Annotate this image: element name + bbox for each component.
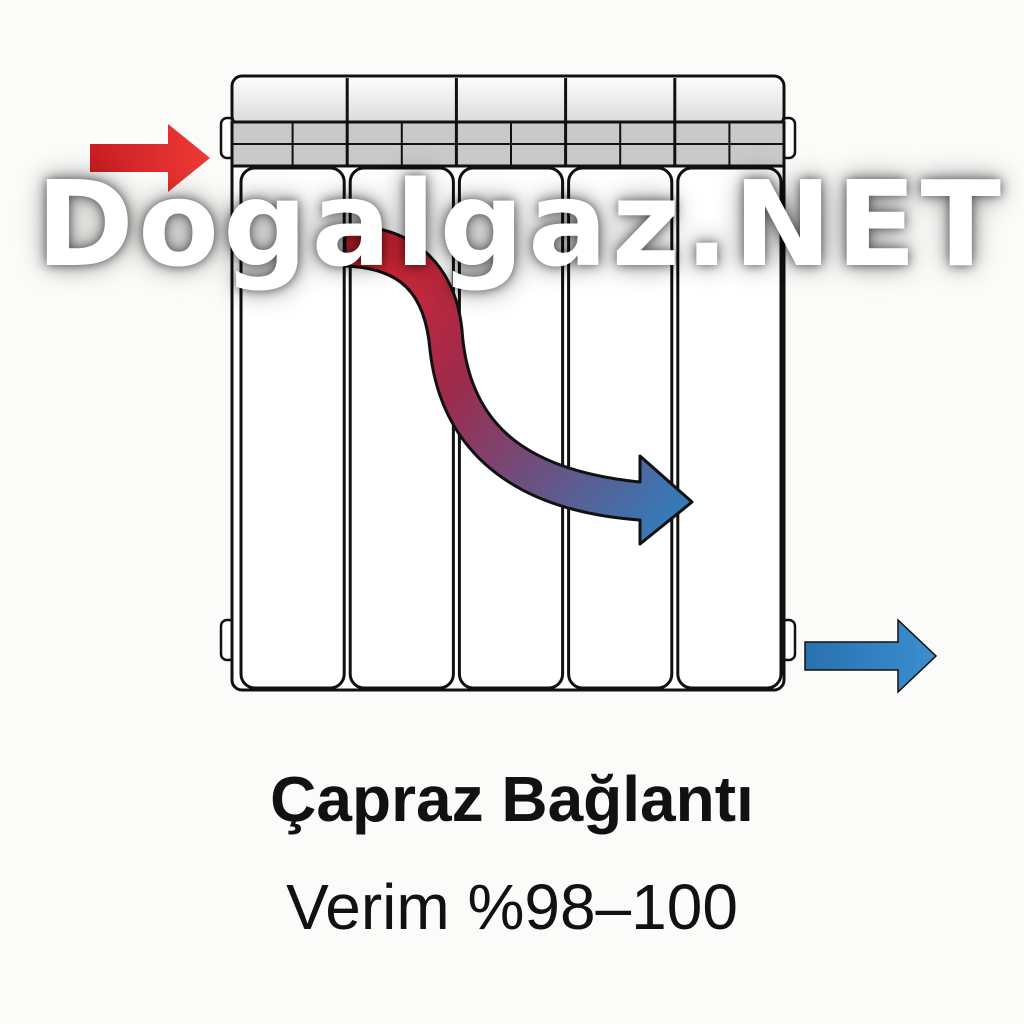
- outlet-arrow: [804, 618, 938, 694]
- flow-arrow: [343, 224, 694, 546]
- radiator-section: [239, 166, 346, 690]
- header-grid: [232, 78, 784, 166]
- diagram-title: Çapraz Bağlantı: [270, 763, 754, 835]
- radiator-top-cap: [230, 74, 786, 128]
- radiator-section: [676, 166, 783, 690]
- radiator-section: [567, 166, 674, 690]
- inlet-arrow: [90, 124, 210, 192]
- watermark: Dogalgaz.NET: [36, 155, 1006, 293]
- efficiency-label: Verim %98–100: [286, 871, 738, 943]
- radiator-panels: [239, 166, 783, 690]
